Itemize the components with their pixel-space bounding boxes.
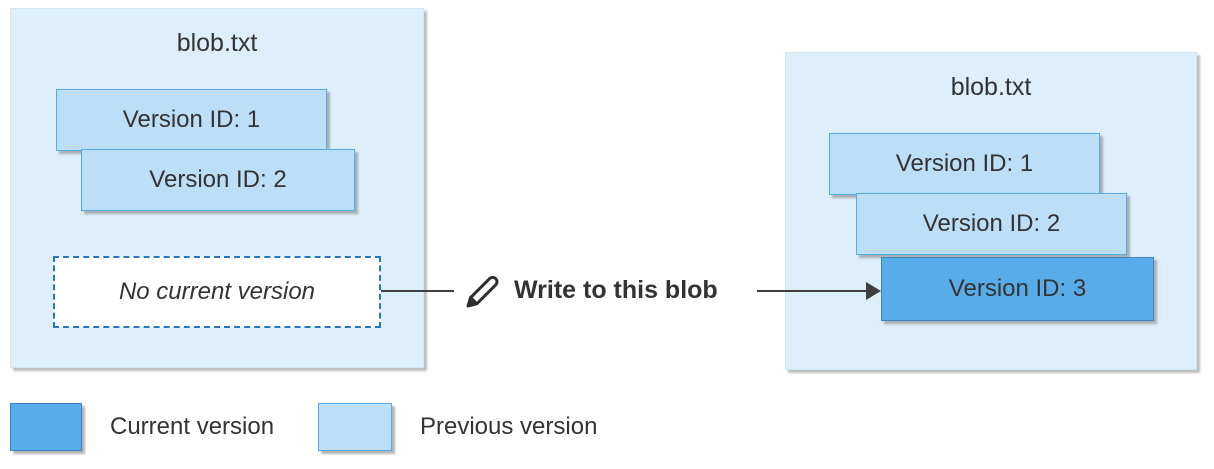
legend-label-current: Current version: [110, 413, 275, 440]
version-box-previous: Version ID: 1: [56, 89, 327, 151]
version-box-current: Version ID: 3: [881, 257, 1154, 321]
right-blob-container: blob.txt Version ID: 1 Version ID: 2 Ver…: [785, 52, 1197, 370]
legend-label-previous: Previous version: [420, 413, 598, 440]
connector-line-left: [381, 290, 454, 292]
version-box-previous: Version ID: 1: [829, 133, 1100, 195]
write-action-label: Write to this blob: [514, 276, 718, 304]
version-box-previous: Version ID: 2: [856, 193, 1127, 255]
arrow-head-icon: [866, 282, 881, 300]
no-current-version-box: No current version: [53, 256, 381, 328]
blob-title: blob.txt: [950, 73, 1032, 101]
pencil-icon: [458, 268, 506, 316]
legend-swatch-previous-version: [318, 403, 392, 451]
version-box-previous: Version ID: 2: [81, 149, 355, 211]
left-blob-container: blob.txt Version ID: 1 Version ID: 2 No …: [10, 8, 424, 368]
blob-title: blob.txt: [176, 29, 258, 57]
legend-swatch-current-version: [10, 403, 82, 451]
connector-line-right: [757, 290, 867, 292]
